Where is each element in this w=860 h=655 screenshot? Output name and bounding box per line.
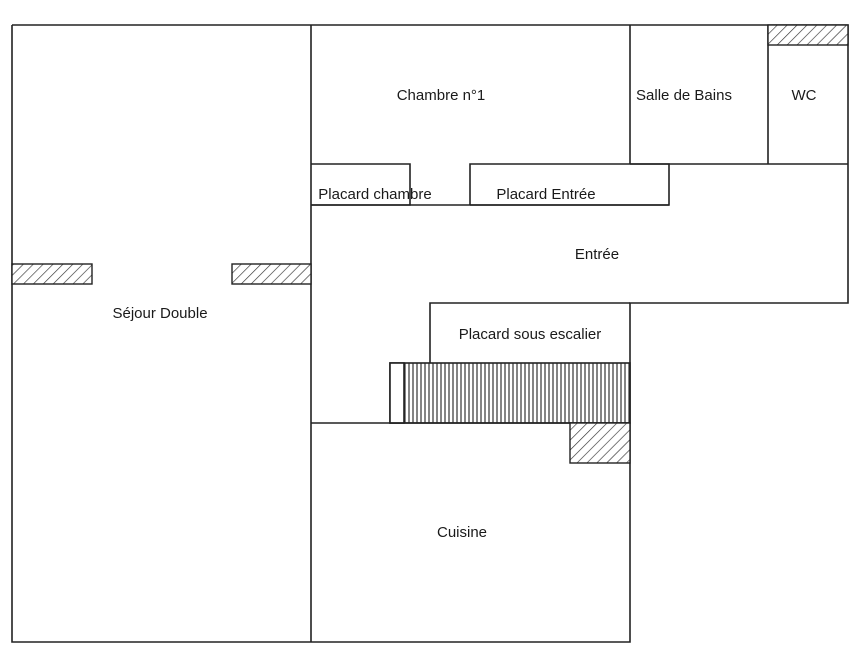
- sejour-pillar-east: [231, 263, 312, 285]
- staircase-landing: [389, 362, 405, 424]
- room-label-placard-entree: Placard Entrée: [496, 186, 595, 203]
- sejour-pillar-west: [11, 263, 93, 285]
- room-label-wc: WC: [792, 87, 817, 104]
- placard-escalier-outline: [429, 302, 630, 363]
- room-label-chambre1: Chambre n°1: [397, 87, 486, 104]
- room-label-placard-escalier: Placard sous escalier: [459, 326, 602, 343]
- room-label-entree: Entrée: [575, 246, 619, 263]
- room-label-sejour: Séjour Double: [112, 305, 207, 322]
- wc-duct: [767, 24, 849, 46]
- cuisine-duct: [569, 422, 631, 464]
- room-label-salle-de-bains: Salle de Bains: [636, 87, 732, 104]
- staircase: [389, 362, 631, 424]
- room-label-cuisine: Cuisine: [437, 524, 487, 541]
- room-label-placard-chambre: Placard chambre: [318, 186, 431, 203]
